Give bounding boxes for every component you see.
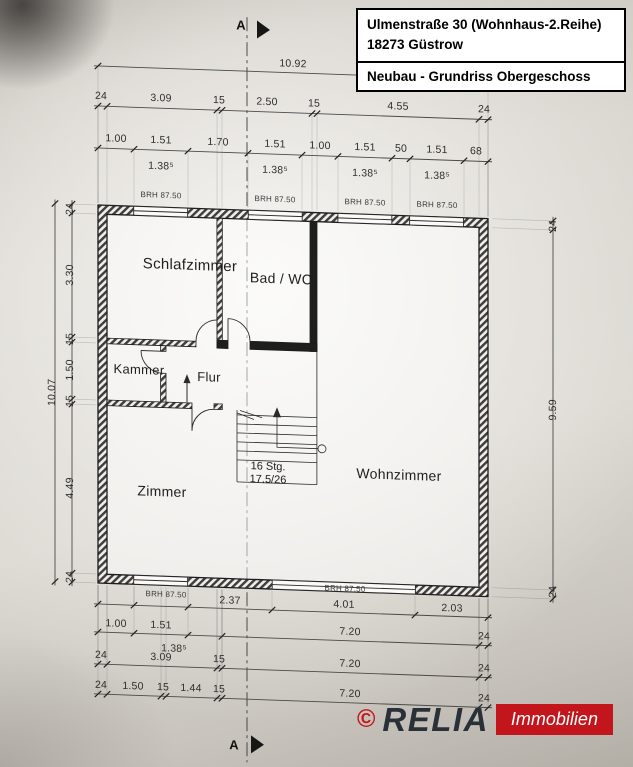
dimension-label: 1.38⁵ [352, 166, 378, 180]
dimension-label: 1.51 [264, 137, 286, 151]
room-label-bad-wc: Bad / WC [249, 269, 313, 288]
dimension-linework [51, 62, 557, 712]
relia-logo: © RELIA Immobilien [357, 703, 627, 736]
dimension-label: 15 [64, 332, 76, 346]
dimension-label: 1.44 [180, 681, 202, 695]
dimension-label: 1.51 [354, 140, 376, 154]
section-arrow-icons [251, 20, 270, 754]
dimension-label: 24 [477, 103, 491, 116]
windows [133, 205, 464, 595]
title-subtitle: Neubau - Grundriss Obergeschoss [367, 68, 591, 84]
dimension-label: 7.20 [339, 657, 361, 671]
dimension-label: 7.20 [339, 687, 361, 701]
section-marker-a-bottom: A [229, 737, 239, 753]
interior-walls [106, 217, 318, 411]
dimension-label: 15 [212, 683, 226, 696]
stairs-label: 16 Stg. 17.5/26 [250, 460, 287, 488]
dimension-label: 4.01 [333, 598, 355, 611]
dimension-label: 24 [64, 202, 76, 216]
stairs-count: 16 Stg. [250, 460, 286, 474]
dimension-label: 1.50 [122, 679, 144, 693]
title-address-line1: Ulmenstraße 30 (Wohnhaus-2.Reihe) [367, 17, 602, 32]
dimension-label: 15 [212, 94, 226, 107]
dimension-label: 24 [94, 89, 108, 103]
logo-brand-text: RELIA [382, 701, 489, 738]
dimension-label: 15 [156, 681, 170, 694]
dimension-label: BRH 87.50 [145, 589, 187, 600]
room-label-schlafzimmer: Schlafzimmer [142, 255, 238, 276]
title-block: Ulmenstraße 30 (Wohnhaus-2.Reihe) 18273 … [356, 8, 626, 92]
room-label-wohnzimmer: Wohnzimmer [356, 465, 442, 484]
dimension-label: 10.92 [279, 57, 307, 71]
dimension-label: 10.07 [46, 378, 58, 407]
stairs [236, 351, 327, 486]
dimension-label: 50 [394, 142, 408, 155]
dimension-label: 1.38⁵ [262, 163, 288, 177]
dimension-label: 7.20 [339, 625, 361, 639]
dimension-label: 24 [547, 585, 559, 599]
dimension-label: 1.51 [150, 618, 172, 632]
flur-arrow [183, 374, 191, 403]
dimension-label: 24 [94, 678, 108, 692]
dimension-label: BRH 87.50 [140, 189, 182, 201]
dimension-label: 4.49 [64, 477, 76, 499]
dimension-label: 4.55 [387, 100, 409, 113]
section-marker-a-top: A [236, 17, 246, 33]
dimension-label: 1.51 [150, 133, 172, 147]
dimension-label: 2.03 [441, 601, 463, 615]
dimension-label: 3.30 [64, 264, 76, 286]
dimension-label: BRH 87.50 [324, 583, 366, 594]
dimension-label: 15 [212, 653, 226, 666]
room-label-kammer: Kammer [113, 361, 165, 378]
dimension-label: BRH 87.50 [254, 193, 296, 205]
dimension-label: 1.51 [426, 143, 448, 157]
floor-area [107, 214, 479, 588]
title-address-line2: 18273 Güstrow [367, 37, 464, 53]
doors [140, 318, 251, 431]
dimension-label: 24 [94, 648, 108, 662]
dimension-label: 68 [469, 144, 483, 158]
dimension-label: 1.00 [309, 139, 331, 153]
room-label-zimmer: Zimmer [137, 482, 187, 501]
dimension-label: 2.50 [256, 95, 278, 109]
dimension-label: 1.50 [64, 359, 76, 381]
dimension-label: 1.70 [207, 135, 229, 149]
dimension-label: BRH 87.50 [416, 199, 458, 211]
dimension-label: BRH 87.50 [344, 197, 386, 208]
room-label-flur: Flur [197, 368, 221, 385]
copyright-icon: © [357, 705, 376, 733]
dimension-label: 15 [64, 394, 76, 408]
dimension-label: 24 [477, 630, 491, 643]
logo-suffix-box: Immobilien [495, 704, 613, 735]
dimension-label: 24 [64, 570, 76, 584]
dimension-label: 3.09 [150, 91, 172, 105]
dimension-label: 15 [307, 97, 321, 110]
dimension-label: 24 [477, 662, 491, 675]
dimension-label: 24 [547, 219, 559, 233]
dimension-label: 1.00 [105, 132, 127, 145]
dimension-label: 3.09 [150, 650, 172, 664]
dimension-label: 1.00 [105, 617, 127, 630]
title-address: Ulmenstraße 30 (Wohnhaus-2.Reihe) 18273 … [358, 10, 624, 63]
dimension-label: 1.38⁵ [148, 159, 174, 173]
stairs-ratio: 17.5/26 [249, 473, 287, 487]
dimension-label: 9.59 [547, 399, 559, 421]
dimension-label: 1.38⁵ [424, 169, 450, 183]
dimension-label: 2.37 [219, 594, 241, 607]
